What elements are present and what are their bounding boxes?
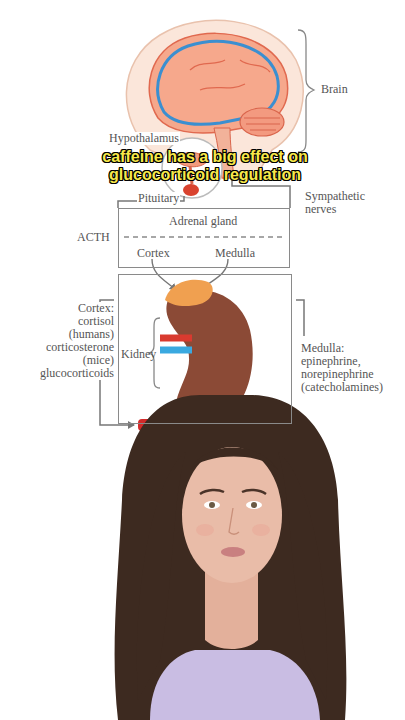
region-label: Brain <box>320 83 349 96</box>
hormone-note: Medulla: epinephrine, norepinephrine (ca… <box>300 342 384 394</box>
nerve-label: Sympathetic nerves <box>304 190 366 216</box>
adrenal-box: Adrenal glandCortex Medulla <box>118 208 290 268</box>
hormone-label: ACTH <box>76 231 111 244</box>
region-label: Cortex <box>137 247 170 260</box>
caption-overlay: caffeine has a big effect on glucocortic… <box>52 148 358 184</box>
region-label: Hypothalamus <box>108 132 180 145</box>
hormone-note: Cortex: cortisol (humans) corticosterone… <box>39 302 115 380</box>
region-label: Medulla <box>215 247 255 260</box>
box-heading: Adrenal gland <box>169 215 237 228</box>
kidney-box: Kidney <box>118 274 292 424</box>
organ-label: Kidney <box>121 348 156 361</box>
region-label: Pituitary <box>137 192 180 205</box>
